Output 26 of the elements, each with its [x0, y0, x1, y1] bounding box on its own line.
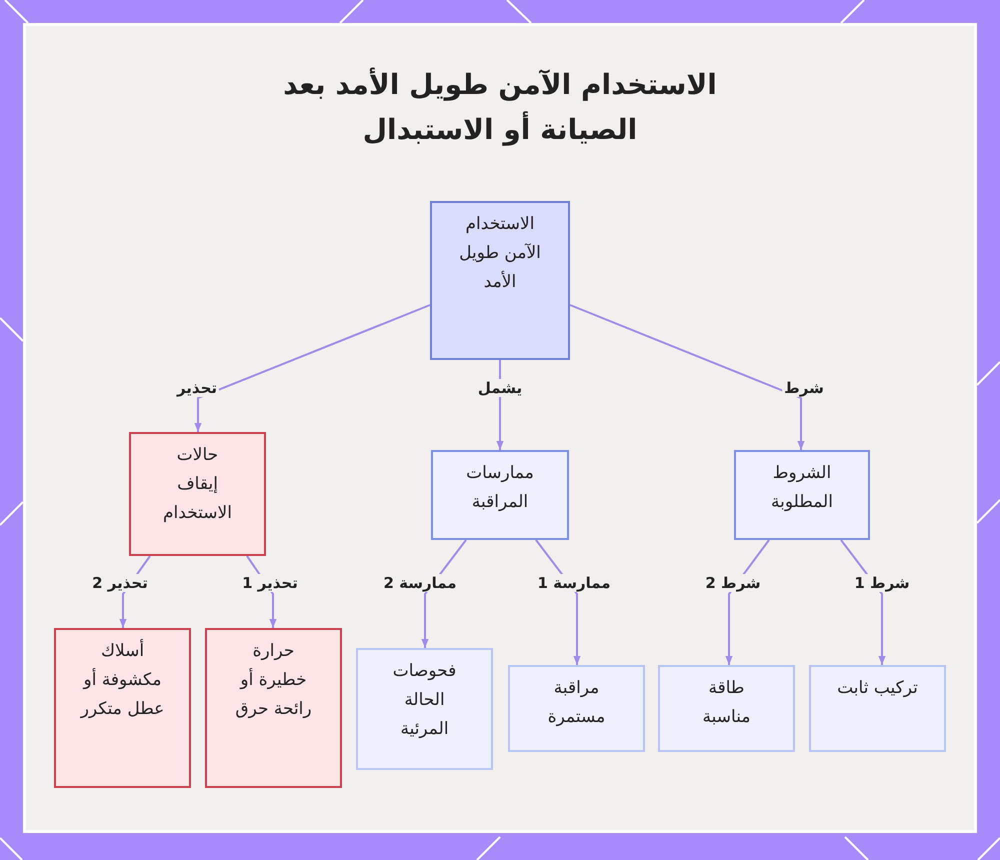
node-label: تركيب ثابت: [836, 677, 919, 700]
warning-box: [54, 628, 191, 788]
arrow: [570, 304, 805, 450]
arrow: [194, 304, 430, 432]
process-box: [508, 665, 645, 752]
node-label: أسلاك مكشوفة أو عطل متكرر: [79, 638, 166, 721]
process-box: [809, 665, 946, 752]
node-label: حرارة خطيرة أو رائحة حرق: [234, 640, 313, 721]
node-label: الاستخدام الآمن طويل الأمد: [458, 213, 542, 294]
title: الاستخدام الآمن طويل الأمد بعد الصيانة أو الاستبدال: [282, 66, 718, 148]
process-box: [431, 450, 569, 540]
warning-box: [129, 432, 266, 556]
edge-label: تحذير 2: [90, 574, 150, 592]
node-label: حالات إيقاف الاستخدام: [162, 444, 233, 525]
node-label: مراقبة مستمرة: [546, 677, 606, 729]
node-label: الشروط المطلوبة: [770, 462, 834, 514]
warning-box: [205, 628, 342, 788]
edge-label: يشمل: [476, 379, 524, 397]
edge-label: شرط: [782, 379, 826, 397]
process-box: [658, 665, 795, 752]
process-box: [356, 648, 493, 770]
node-label: ممارسات المراقبة: [465, 462, 535, 514]
process-box: [430, 201, 570, 360]
node-label: فحوصات الحالة المرئية: [392, 660, 457, 741]
process-box: [734, 450, 870, 540]
node-label: طاقة مناسبة: [702, 677, 752, 729]
